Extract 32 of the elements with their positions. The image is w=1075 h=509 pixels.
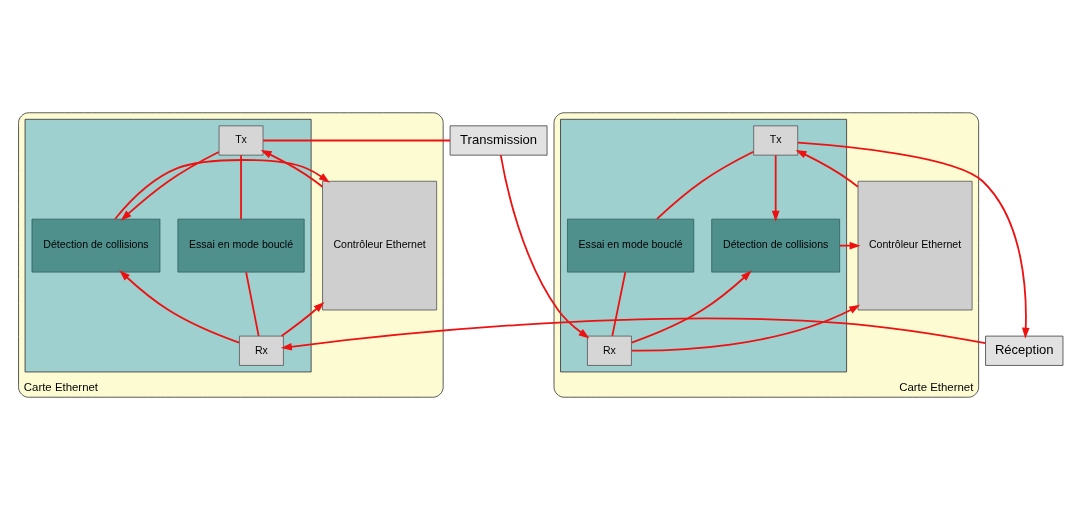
node-box: Rx: [239, 335, 284, 366]
arrow: [839, 241, 861, 249]
arrow: [119, 269, 240, 343]
connector: [245, 270, 260, 337]
cluster: [560, 118, 847, 372]
connector: [611, 270, 627, 337]
arrow: [795, 149, 859, 188]
arrow: [797, 141, 1030, 339]
node-box: Contrôleur Ethernet: [857, 180, 973, 310]
node-box: Tx: [753, 124, 799, 156]
node-box: Rx: [587, 335, 632, 366]
node-box: Réception: [985, 335, 1064, 366]
arrow: [499, 153, 590, 338]
arrow: [280, 317, 987, 350]
node-box: Détection de collisions: [711, 218, 841, 273]
arrow: [630, 270, 752, 343]
cluster: [24, 118, 312, 372]
arrow: [630, 304, 861, 352]
connector: [240, 153, 242, 220]
arrow: [280, 301, 325, 337]
arrow: [260, 149, 324, 188]
arrow: [120, 150, 220, 221]
node-box: Détection de collisions: [31, 218, 161, 273]
node-box: Essai en mode bouclé: [567, 218, 695, 273]
node-box: Essai en mode bouclé: [177, 218, 305, 273]
connector: [262, 139, 451, 141]
arrow: [771, 153, 780, 222]
connector: [656, 150, 755, 220]
node-box: Tx: [218, 124, 264, 156]
arrow: [114, 158, 330, 220]
node-box: Contrôleur Ethernet: [322, 180, 438, 310]
node-box: Transmission: [449, 124, 548, 156]
